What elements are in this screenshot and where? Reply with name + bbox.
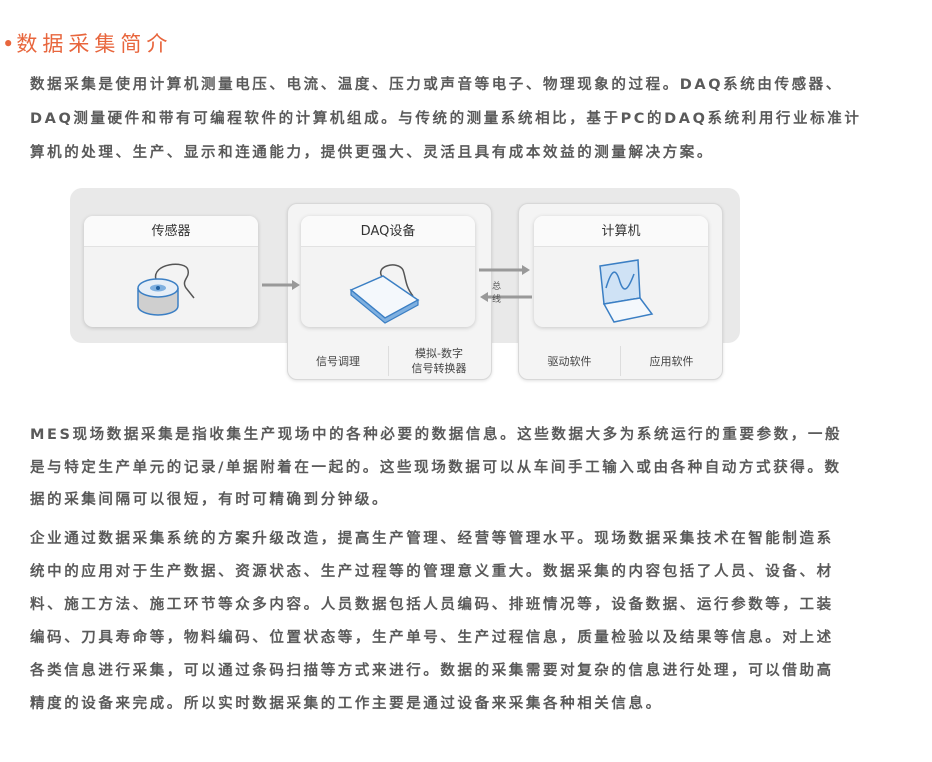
text-line: MES现场数据采集是指收集生产现场中的各种必要的数据信息。这些数据大多为系统运行… bbox=[30, 427, 843, 443]
computer-label: 计算机 bbox=[534, 216, 708, 247]
arrows bbox=[262, 265, 532, 302]
daq-label: DAQ设备 bbox=[301, 216, 475, 247]
daq-device-icon bbox=[349, 264, 420, 324]
text-line: 数据采集是使用计算机测量电压、电流、温度、压力或声音等电子、物理现象的过程。DA… bbox=[30, 77, 843, 93]
sensor-icon bbox=[137, 263, 195, 316]
text-line: 企业通过数据采集系统的方案升级改造，提高生产管理、经营等管理水平。现场数据采集技… bbox=[30, 531, 834, 547]
bus-label: 总线 bbox=[492, 282, 502, 305]
daq-card: DAQ设备 bbox=[301, 216, 475, 327]
adc-label: 模拟-数字 信号转换器 bbox=[411, 347, 467, 375]
signal-conditioning-label: 信号调理 bbox=[316, 354, 360, 368]
text-line: 料、施工方法、施工环节等众多内容。人员数据包括人员编码、排班情况等，设备数据、运… bbox=[30, 597, 834, 613]
driver-software-label: 驱动软件 bbox=[547, 354, 592, 368]
text-line: 统中的应用对于生产数据、资源状态、生产过程等的管理意义重大。数据采集的内容包括了… bbox=[30, 564, 834, 580]
text-line: 精度的设备来完成。所以实时数据采集的工作主要是通过设备来采集各种相关信息。 bbox=[30, 696, 663, 712]
section-title: •数据采集简介 bbox=[2, 32, 173, 56]
text-line: 各类信息进行采集，可以通过条码扫描等方式来进行。数据的采集需要对复杂的信息进行处… bbox=[30, 663, 834, 679]
text-line: 算机的处理、生产、显示和连通能力，提供更强大、灵活且具有成本效益的测量解决方案。 bbox=[30, 145, 714, 161]
divider bbox=[620, 346, 621, 376]
application-software-label: 应用软件 bbox=[649, 354, 694, 368]
text-line: 是与特定生产单元的记录/单据附着在一起的。这些现场数据可以从车间手工输入或由各种… bbox=[30, 460, 842, 476]
computer-card: 计算机 bbox=[534, 216, 708, 327]
text-line: 据的采集间隔可以很短，有时可精确到分钟级。 bbox=[30, 492, 390, 508]
text-line: 编码、刀具寿命等，物料编码、位置状态等，生产单号、生产过程信息，质量检验以及结果… bbox=[30, 630, 834, 646]
laptop-icon bbox=[599, 259, 654, 323]
arrow-right-icon bbox=[262, 280, 300, 290]
arrow-left-icon bbox=[480, 292, 532, 302]
sensor-card: 传感器 bbox=[84, 216, 258, 327]
divider bbox=[388, 346, 389, 376]
sensor-label: 传感器 bbox=[84, 216, 258, 247]
text-line: DAQ测量硬件和带有可编程软件的计算机组成。与传统的测量系统相比，基于PC的DA… bbox=[30, 111, 862, 127]
arrow-right-icon bbox=[479, 265, 530, 275]
